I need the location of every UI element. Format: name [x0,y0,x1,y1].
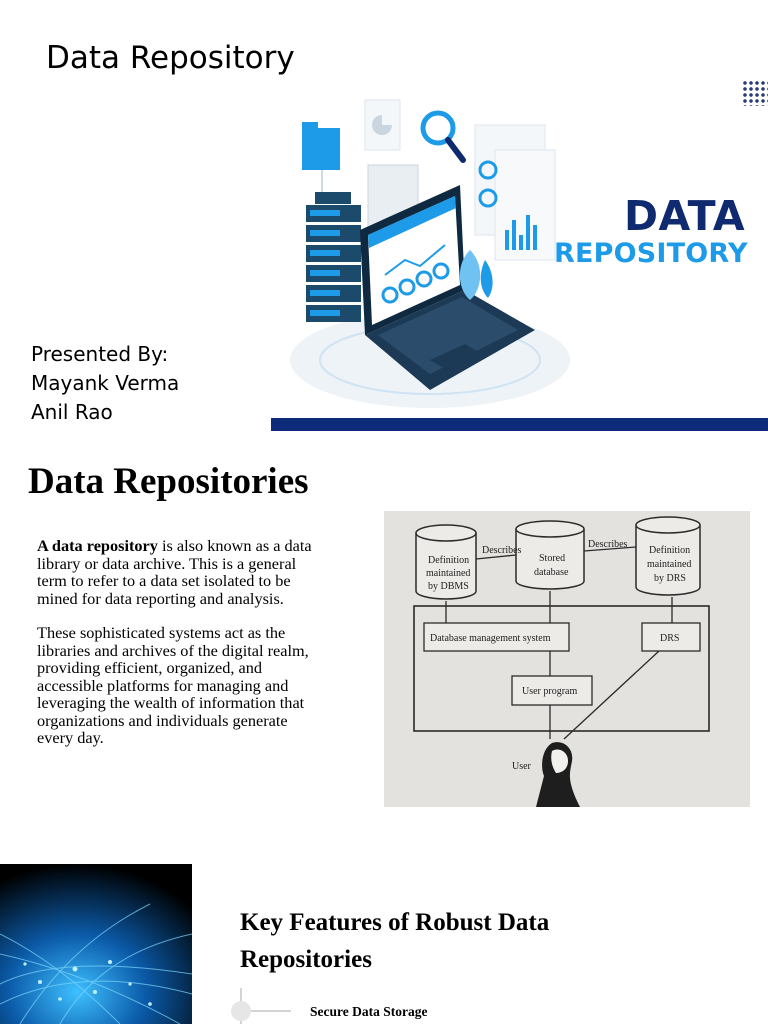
diagram-label: DRS [660,633,679,644]
slide-title: Data Repositories [28,461,309,502]
brand-word-data: DATA [624,192,746,240]
brand-word-repository: REPOSITORY [554,238,748,269]
feature-item: Secure Data Storage [310,1004,428,1019]
diagram-label: maintained [647,559,691,570]
diagram-label: User program [522,686,577,697]
diagram-label: User [512,761,532,772]
diagram-label: Definition [649,545,690,556]
diagram-label: database [534,567,569,578]
diagram-label: Stored [539,553,565,564]
paragraph-rest: is also known as a data library or data … [37,536,312,608]
diagram-label: Definition [428,555,469,566]
slide-title: Data Repository [46,40,295,76]
diagram-label: Database management system [430,633,551,644]
presenter-name: Mayank Verma [31,371,180,395]
timeline-node [231,1001,251,1021]
repository-diagram-photo: Definition maintained by DBMS Describes … [384,511,750,807]
diagram-label: Describes [482,545,522,556]
presenters-block: Presented By: Mayank Verma Anil Rao [31,340,179,427]
diagram-label: Describes [588,539,628,550]
paragraph: These sophisticated systems act as the l… [37,623,309,747]
network-lights-image [0,864,192,1024]
definition-slide: Data Repositories A data repository is a… [0,440,768,860]
body-text: A data repository is also known as a dat… [37,537,327,764]
timeline-connector [251,1010,291,1012]
presenter-name: Anil Rao [31,400,113,424]
features-slide: Key Features of Robust Data Repositories… [0,864,768,1024]
diagram-label: by DRS [654,573,686,584]
accent-bar [271,418,768,431]
term-bold: A data repository [37,536,158,555]
dot-grid-decoration [742,80,768,106]
data-repository-illustration [290,99,570,408]
diagram-label: by DBMS [428,581,469,592]
presented-by-label: Presented By: [31,342,169,366]
paragraph: A data repository is also known as a dat… [37,537,327,607]
title-slide: Data Repository [0,0,768,440]
slide-title: Key Features of Robust Data Repositories [240,909,550,973]
diagram-label: maintained [426,568,470,579]
